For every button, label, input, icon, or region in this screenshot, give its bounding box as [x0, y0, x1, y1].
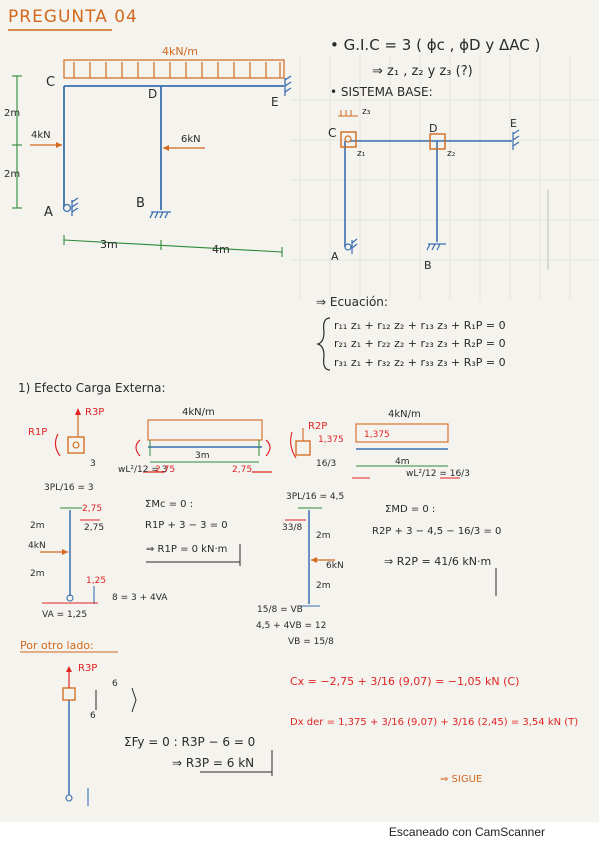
col2-2mb: 2m [316, 581, 331, 591]
por-otro-six-b: 6 [90, 711, 96, 721]
beam2-load-label: 4kN/m [388, 409, 421, 420]
col1-v275b: 2,75 [84, 523, 105, 533]
page-title: PREGUNTA 04 [8, 7, 138, 27]
res-r2p: ⇒ R2P = 41/6 kN·m [384, 555, 492, 568]
base-node-c-label: C [328, 126, 337, 140]
beam1-v275b: 2,75 [232, 465, 253, 475]
camscanner-footer: Escaneado con CamScanner [388, 825, 545, 839]
efecto-title: 1) Efecto Carga Externa: [18, 381, 166, 395]
base-node-d [429, 133, 446, 150]
col2-eq: 4,5 + 4VB = 12 [256, 621, 327, 631]
gic-line1: • G.I.C = 3 ( ϕc , ϕD y ΔAC ) [330, 36, 541, 54]
efecto-r2p: R2P [308, 421, 328, 432]
beam1-span-label: 3m [195, 451, 210, 461]
beam1-load [147, 419, 263, 441]
col1-va: VA = 1,25 [42, 610, 88, 620]
support-e [284, 75, 292, 96]
base-z1: z₁ [357, 149, 366, 159]
beam2-v1375: 1,375 [364, 430, 390, 440]
beam2-span-label: 4m [395, 457, 410, 467]
efecto-v3: 3 [90, 459, 96, 469]
r1p-node [67, 436, 85, 454]
ecuacion-title: ⇒ Ecuación: [316, 295, 388, 309]
efecto-v1375: 1,375 [318, 435, 344, 445]
main-dim-bottom: 2m [4, 169, 21, 180]
beam1-wl2: wL²/12 = 3 [118, 465, 168, 475]
main-dim-top: 2m [4, 108, 21, 119]
ecuacion-eq1: r₁₁ z₁ + r₁₂ z₂ + r₁₃ z₃ + R₁P = 0 [334, 319, 506, 332]
support-a [62, 197, 79, 216]
main-node-e: E [271, 95, 279, 109]
red-note-dx: Dx der = 1,375 + 3/16 (9,07) + 3/16 (2,4… [290, 717, 579, 728]
efecto-r1p: R1P [28, 427, 48, 438]
main-load-top: 4kN/m [162, 45, 199, 58]
base-node-c [340, 131, 357, 148]
eq-r2p: R2P + 3 − 4,5 − 16/3 = 0 [372, 526, 502, 537]
red-note-cx: Cx = −2,75 + 3/16 (9,07) = −1,05 kN (C) [290, 675, 520, 688]
beam1-v275a: 2,75 [155, 465, 176, 475]
gic-line2: ⇒ z₁ , z₂ y z₃ (?) [372, 64, 473, 79]
main-dim-x1: 3m [100, 238, 118, 251]
ecuacion-eq3: r₃₁ z₁ + r₃₂ z₂ + r₃₃ z₃ + R₃P = 0 [334, 356, 506, 369]
por-otro-res: ⇒ R3P = 6 kN [172, 756, 255, 770]
base-node-e-label: E [510, 117, 517, 130]
por-otro-six-a: 6 [112, 679, 118, 689]
beam2-v163: 16/3 [316, 459, 337, 469]
base-supports [344, 129, 520, 254]
por-otro-title: Por otro lado: [20, 639, 94, 652]
main-frame [63, 85, 284, 210]
col1-2m-b: 2m [30, 569, 45, 579]
col2-2m: 2m [316, 531, 331, 541]
col1-4kn: 4kN [28, 541, 46, 551]
base-node-d-label: D [429, 122, 438, 135]
col1-v125: 1,25 [86, 576, 107, 586]
base-node-b-label: B [424, 259, 432, 272]
sum-mc: ΣMc = 0 : [145, 499, 194, 510]
main-dim-x2: 4m [212, 243, 230, 256]
main-node-b: B [136, 196, 145, 211]
base-z2: z₂ [447, 149, 456, 159]
sistema-base-title: • SISTEMA BASE: [330, 85, 433, 99]
main-left-load: 4kN [31, 130, 51, 141]
horizontal-dimension [63, 235, 283, 257]
beam2-load [355, 423, 449, 443]
col1-eq: 8 = 3 + 4VA [112, 593, 168, 603]
col2-vb: VB = 15/8 [288, 637, 334, 647]
col2-6kn: 6kN [326, 561, 344, 571]
beam2-wl2: wL²/12 = 16/3 [406, 469, 470, 479]
base-node-a-label: A [331, 250, 339, 263]
col2-158: 15/8 = VB [257, 605, 303, 615]
footer-bar: Escaneado con CamScanner [0, 822, 599, 848]
main-node-a: A [44, 205, 53, 220]
vertical-dimension [12, 75, 22, 209]
col2-338: 33/8 [282, 523, 303, 533]
base-z3: z₃ [362, 107, 371, 117]
main-node-c: C [46, 75, 56, 90]
eq-r1p: R1P + 3 − 3 = 0 [145, 520, 228, 531]
col1-top: 3PL/16 = 3 [44, 483, 94, 493]
support-b [149, 211, 171, 219]
main-mid-load: 6kN [181, 134, 201, 145]
main-node-d: D [148, 87, 158, 101]
base-frame [344, 140, 512, 247]
ecuacion-eq2: r₂₁ z₁ + r₂₂ z₂ + r₂₃ z₃ + R₂P = 0 [334, 337, 506, 350]
beam1-load-label: 4kN/m [182, 407, 215, 418]
por-otro-sum: ΣFy = 0 : R3P − 6 = 0 [124, 735, 256, 749]
col1-v275: 2,75 [82, 504, 103, 514]
col1-2m-a: 2m [30, 521, 45, 531]
scanned-page: PREGUNTA 04 4kN/m C D E A B 4kN 6kN 2m 2… [0, 0, 599, 822]
por-otro-r3p: R3P [78, 663, 98, 674]
sum-md: ΣMD = 0 : [385, 504, 436, 515]
efecto-r3p: R3P [85, 407, 105, 418]
distributed-load-top [63, 59, 285, 79]
r2p-node [295, 440, 311, 456]
sigue-label: ⇒ SIGUE [440, 774, 483, 785]
col2-top: 3PL/16 = 4,5 [286, 492, 345, 502]
drawing-canvas [8, 29, 599, 806]
res-r1p: ⇒ R1P = 0 kN·m [146, 544, 228, 555]
equation-brace [316, 317, 331, 371]
